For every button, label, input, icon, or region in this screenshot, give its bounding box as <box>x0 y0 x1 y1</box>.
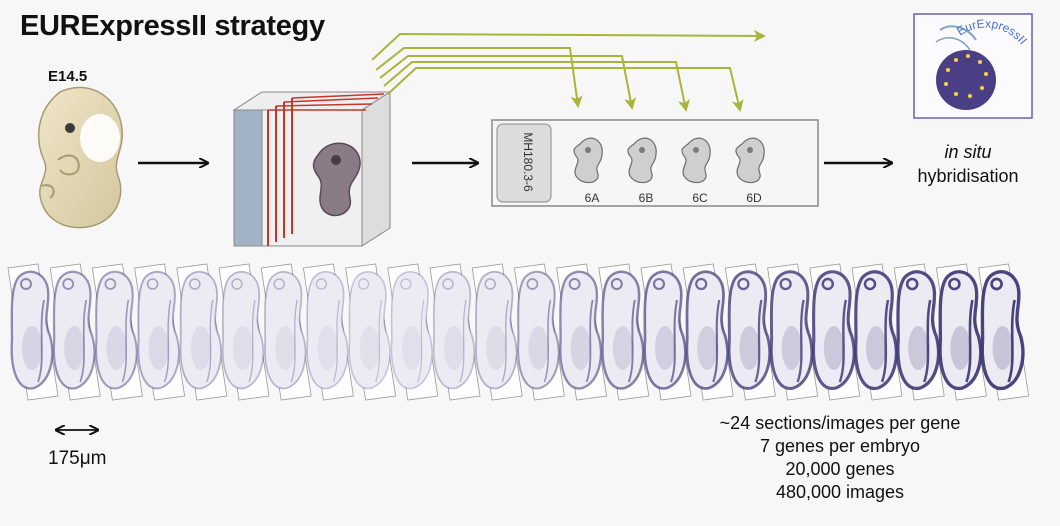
scale-label: 175μm <box>48 448 106 470</box>
slide-section: 6A <box>573 137 603 205</box>
slide-section: 6C <box>681 137 711 205</box>
section-image <box>724 263 776 401</box>
section-image <box>809 263 861 401</box>
scale-value: 175 <box>48 448 80 469</box>
diagram-title: EURExpressII strategy <box>20 10 325 42</box>
statistics-block: ~24 sections/images per gene 7 genes per… <box>690 412 990 504</box>
stat-line: 480,000 images <box>775 482 905 502</box>
section-image <box>218 263 270 401</box>
slide-label-panel <box>496 123 552 203</box>
stat-line: 7 genes per embryo <box>759 436 921 456</box>
slide-section-label: 6A <box>585 191 600 205</box>
green-arrows <box>371 29 766 112</box>
eurexpress-logo: EurExpressII <box>913 13 1033 119</box>
section-image <box>387 263 439 401</box>
section-image <box>682 263 734 401</box>
slide-section-label: 6C <box>692 191 708 205</box>
section-image <box>260 263 312 401</box>
tissue-block <box>232 91 392 247</box>
hybridisation-label: in situ hybridisation <box>908 140 1028 188</box>
section-image <box>556 263 608 401</box>
red-section-lines <box>267 93 385 246</box>
section-image <box>935 263 987 401</box>
microscope-slide: MH180.3-6 6A 6B 6C 6D <box>491 119 819 207</box>
section-image <box>893 263 945 401</box>
stat-line: ~24 sections/images per gene <box>719 413 961 433</box>
section-image <box>7 263 59 401</box>
section-image <box>851 263 903 401</box>
section-image <box>345 263 397 401</box>
section-image <box>767 263 819 401</box>
section-image <box>429 263 481 401</box>
section-image <box>640 263 692 401</box>
section-image <box>134 263 186 401</box>
section-image <box>598 263 650 401</box>
section-image <box>49 263 101 401</box>
section-image <box>302 263 354 401</box>
slide-section: 6B <box>627 137 657 205</box>
in-situ-text: in situ <box>944 142 992 162</box>
slide-label: MH180.3-6 <box>521 132 535 192</box>
scale-unit: μm <box>79 448 107 469</box>
embryo-illustration <box>37 86 123 229</box>
embryo-stage-label: E14.5 <box>48 68 88 85</box>
section-image <box>978 263 1030 401</box>
slide-section: 6D <box>735 137 765 205</box>
slide-section-label: 6D <box>746 191 762 205</box>
section-strip <box>7 263 1030 401</box>
stat-line: 20,000 genes <box>785 459 895 479</box>
section-image <box>513 263 565 401</box>
hybridisation-text: hybridisation <box>917 166 1019 186</box>
section-image <box>91 263 143 401</box>
section-image <box>176 263 228 401</box>
slide-section-label: 6B <box>639 191 654 205</box>
section-image <box>471 263 523 401</box>
